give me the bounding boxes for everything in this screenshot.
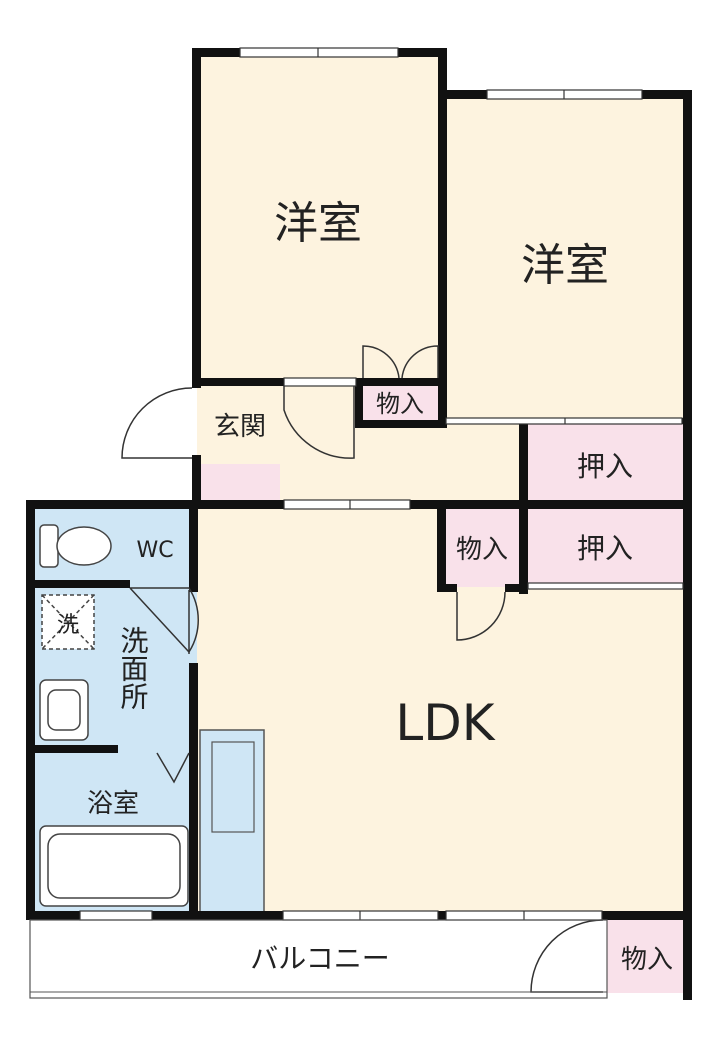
closet-1-floor	[525, 424, 687, 505]
room-label-storage-mid: 物入	[456, 535, 508, 565]
storage-balcony-floor	[607, 915, 687, 993]
room-label-western-2: 洋室	[521, 240, 609, 291]
storage-top-floor	[360, 382, 442, 424]
kitchen-sink	[211, 741, 255, 833]
entrance-step	[197, 464, 280, 505]
western-room-1-floor	[197, 52, 442, 382]
room-label-ldk: LDK	[395, 694, 495, 752]
room-label-western-1: 洋室	[274, 198, 362, 249]
kitchen-counter	[199, 729, 265, 913]
room-label-bath: 浴室	[87, 789, 139, 819]
room-label-balcony: バルコニー	[250, 942, 389, 975]
room-label-wc: WC	[136, 538, 173, 563]
room-label-storage-top: 物入	[376, 390, 424, 418]
western-room-2-floor	[442, 94, 687, 424]
toilet-tank-icon	[39, 524, 59, 568]
room-label-closet-2: 押入	[577, 532, 633, 565]
room-label-washer: 洗	[57, 613, 79, 638]
closet-2-floor	[525, 505, 687, 587]
room-label-storage-balcony: 物入	[621, 945, 673, 975]
balcony-outline	[29, 919, 608, 999]
room-label-washroom: 洗面所	[117, 626, 150, 710]
storage-mid-floor	[442, 505, 525, 587]
toilet-bowl-icon	[56, 526, 112, 566]
room-label-entrance: 玄関	[214, 412, 266, 442]
room-label-closet-1: 押入	[577, 450, 633, 483]
windows	[79, 47, 684, 921]
fixtures	[39, 524, 189, 907]
doors	[121, 345, 604, 993]
entrance-floor	[197, 382, 280, 464]
